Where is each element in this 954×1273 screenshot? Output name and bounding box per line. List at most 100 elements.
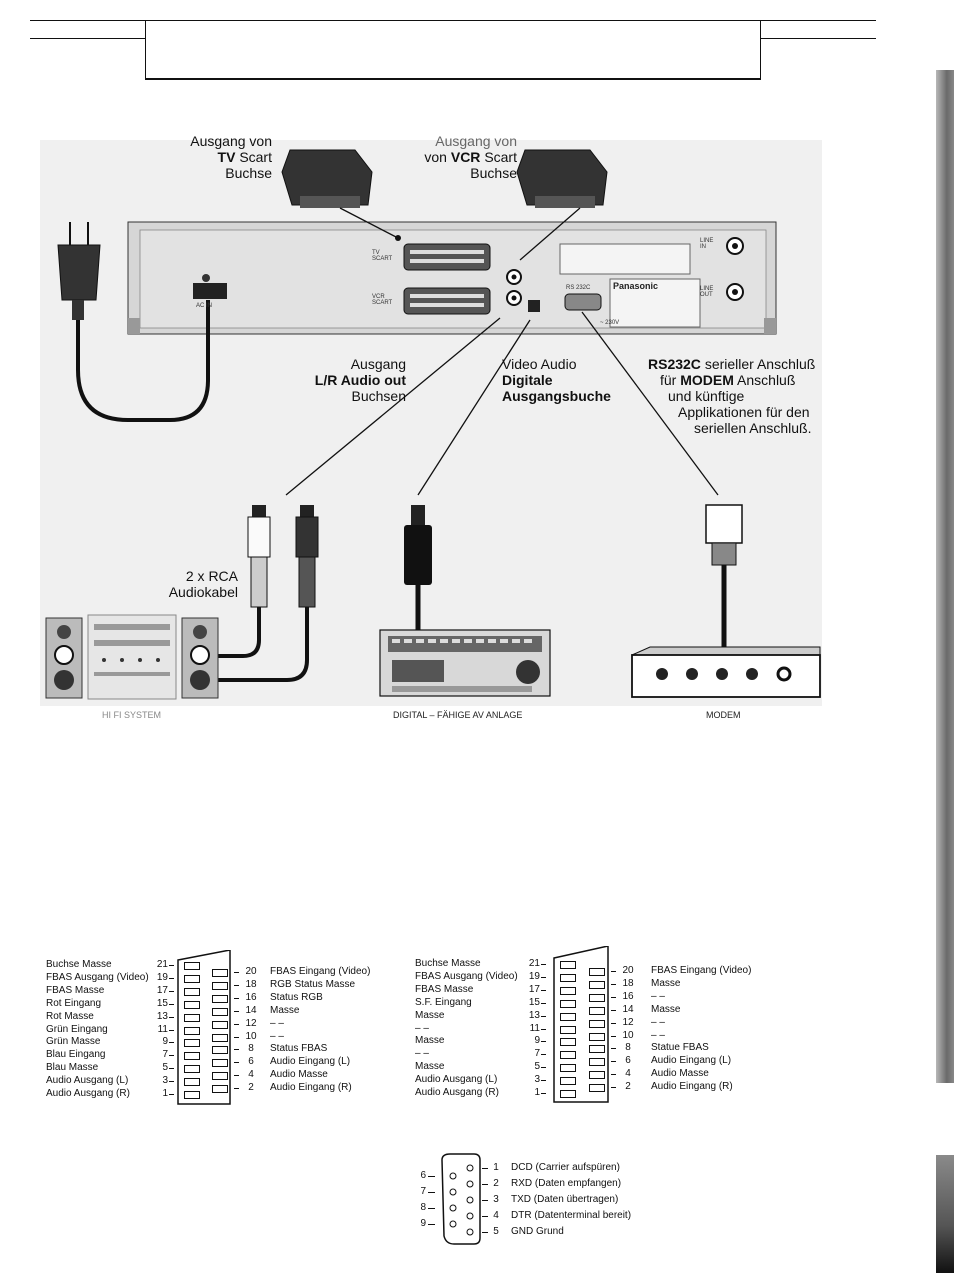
pin-number: 7	[162, 1049, 168, 1061]
pin-number: 11	[157, 1023, 168, 1035]
pin-dash	[169, 1016, 174, 1018]
pin-number: 4	[625, 1068, 631, 1080]
pin-label: Buchse Masse	[46, 959, 112, 970]
pin-dash	[169, 1042, 174, 1044]
pin-number: 12	[245, 1017, 257, 1029]
pin-number: 8	[625, 1042, 631, 1054]
pin-label: Buchse Masse	[415, 958, 481, 969]
pin-number: 1	[493, 1162, 499, 1173]
av-receiver	[379, 629, 551, 697]
pin-label: Blau Eingang	[46, 1049, 106, 1061]
pin-contact	[589, 993, 605, 1002]
pin-contact	[212, 1007, 228, 1016]
pin-label: – –	[270, 1017, 284, 1029]
pin-dash	[611, 1074, 616, 1076]
pin-contact	[589, 1058, 605, 1067]
pin-contact	[212, 1033, 228, 1042]
pin-contact	[212, 1059, 228, 1068]
deck-label-ac-in: AC IN	[196, 303, 213, 309]
pin-number: 8	[248, 1043, 254, 1055]
pin-dash	[611, 1022, 616, 1024]
deck-label-rs232: RS 232C	[566, 285, 591, 291]
pin-label: Audio Eingang (L)	[270, 1056, 351, 1068]
scan-edge-lower	[936, 1155, 954, 1273]
video-deck	[127, 221, 777, 335]
pin-dash	[611, 1087, 616, 1089]
pin-number: 19	[156, 971, 168, 983]
pin-number: 21	[156, 959, 168, 970]
pin-number: 3	[534, 1074, 540, 1086]
pin-contact	[184, 1013, 200, 1022]
pin-label: – –	[270, 1030, 284, 1042]
pin-label: – –	[651, 1016, 665, 1028]
pin-dash	[234, 1088, 239, 1090]
pin-number: 11	[529, 1022, 540, 1034]
pin-dash	[611, 1061, 616, 1063]
pin-dash	[234, 997, 239, 999]
serial-plug	[705, 504, 743, 650]
pin-dash	[234, 1036, 239, 1038]
pin-contact	[560, 999, 576, 1008]
pin-dash	[428, 1208, 435, 1209]
pin-dash	[428, 1192, 435, 1193]
pin-label: Masse	[651, 977, 681, 989]
pin-contact	[560, 1012, 576, 1021]
pin-contact	[184, 987, 200, 996]
pin-number: 18	[622, 977, 634, 989]
pin-contact	[560, 1051, 576, 1060]
deck-label-line-in: LINE IN	[700, 238, 714, 250]
pin-label: Status FBAS	[270, 1043, 328, 1055]
pin-contact	[184, 962, 200, 970]
pin-label: Audio Ausgang (R)	[46, 1088, 130, 1099]
pin-number: 2	[493, 1178, 499, 1189]
pin-number: 14	[245, 1004, 257, 1016]
pin-contact	[560, 1025, 576, 1034]
pin-number: 16	[622, 990, 634, 1002]
pin-label: Masse	[651, 1003, 681, 1015]
label-rca: 2 x RCA Audiokabel	[168, 568, 238, 600]
pin-contact	[589, 1006, 605, 1015]
pin-label: DCD (Carrier aufspüren)	[511, 1162, 620, 1173]
pin-contact	[560, 973, 576, 982]
pin-dash	[482, 1216, 488, 1217]
label-audio-out: Ausgang L/R Audio out Buchsen	[314, 356, 406, 404]
pin-label: Rot Eingang	[46, 997, 102, 1009]
pin-number: 10	[622, 1029, 634, 1041]
pin-number: 21	[528, 958, 540, 969]
pin-dash	[234, 1023, 239, 1025]
pin-dash	[482, 1184, 488, 1185]
pin-label: Grün Masse	[46, 1036, 101, 1048]
pin-number: 18	[245, 978, 257, 990]
pin-label: Masse	[270, 1004, 300, 1016]
pin-number: 20	[622, 965, 634, 976]
pin-dash	[541, 1054, 546, 1056]
pin-dash	[611, 1035, 616, 1037]
pin-number: 1	[162, 1088, 168, 1099]
pin-contact	[589, 968, 605, 976]
pin-contact	[560, 1064, 576, 1073]
pin-dash	[611, 971, 616, 972]
pin-label: – –	[415, 1022, 429, 1034]
pin-number: 6	[248, 1056, 254, 1068]
pin-number: 20	[245, 966, 257, 977]
pin-dash	[234, 972, 239, 973]
pin-number: 4	[248, 1069, 254, 1081]
scart-plug-vcr	[516, 149, 608, 261]
power-plug	[57, 222, 210, 422]
pin-contact	[212, 1072, 228, 1081]
pin-contact	[212, 1020, 228, 1029]
leader-lines	[285, 311, 719, 496]
pin-dash	[611, 1048, 616, 1050]
pin-label: Audio Ausgang (L)	[415, 1074, 498, 1086]
pin-number: 5	[493, 1226, 499, 1237]
pin-label: – –	[415, 1048, 429, 1060]
pin-contact	[560, 986, 576, 995]
label-tv-scart: Ausgang von TV Scart Buchse	[190, 133, 272, 181]
pin-dash	[541, 989, 546, 991]
pin-dash	[541, 1093, 546, 1094]
pin-contact	[212, 981, 228, 990]
pin-dash	[234, 1049, 239, 1051]
pin-number: 5	[162, 1062, 168, 1074]
pin-label: FBAS Masse	[46, 984, 105, 996]
pin-number: 8	[420, 1202, 426, 1213]
